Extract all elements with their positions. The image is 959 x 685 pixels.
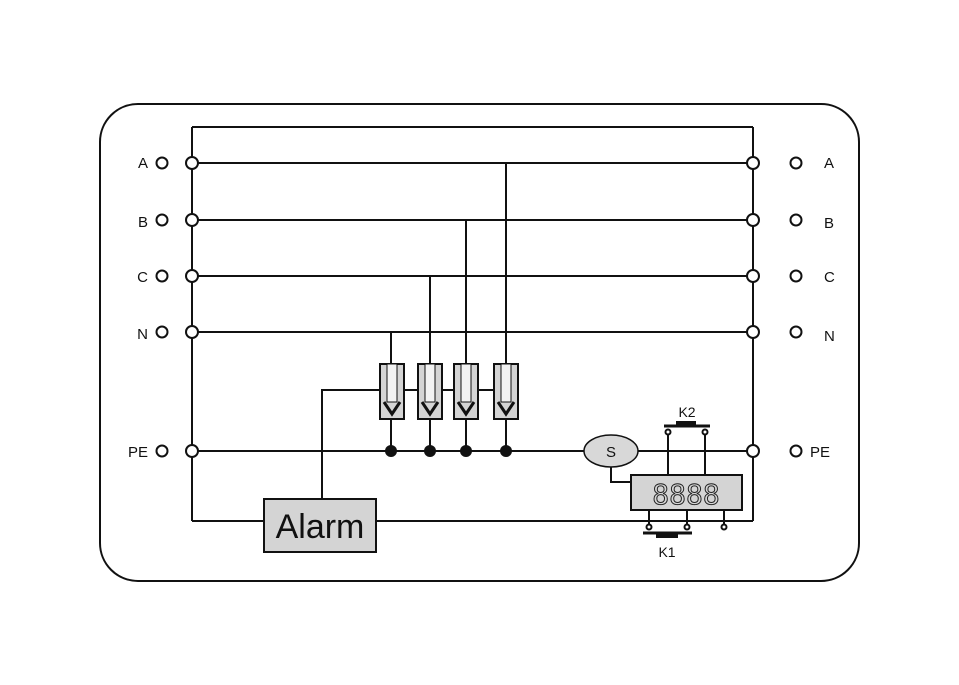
terminal-a-right-inner — [746, 156, 760, 170]
terminal-c-right — [789, 269, 803, 283]
device-enclosure — [99, 103, 860, 582]
junction-dot — [385, 445, 397, 457]
left-label-n: N — [137, 326, 148, 343]
terminal-n-left — [155, 325, 169, 339]
key1-label: K1 — [658, 544, 675, 560]
terminal-c-right-inner — [746, 269, 760, 283]
alarm-signal-wire — [321, 389, 380, 499]
key-k2[interactable]: K2 — [664, 404, 710, 475]
terminal-c-left — [155, 269, 169, 283]
display-readout: 8888 — [652, 478, 719, 511]
alarm-box: Alarm — [263, 498, 377, 553]
right-label-a: A — [824, 155, 834, 172]
digital-display: 8888 — [630, 474, 743, 512]
terminal-pe-right-inner — [746, 444, 760, 458]
terminal-a-left-inner — [185, 156, 199, 170]
right-label-c: C — [824, 269, 835, 286]
arrow-down-icon — [420, 401, 440, 417]
sensor-block-1 — [379, 363, 405, 420]
junction-dot — [460, 445, 472, 457]
terminal-pe-left — [155, 444, 169, 458]
terminal-c-left-inner — [185, 269, 199, 283]
junction-dot — [424, 445, 436, 457]
terminal-n-left-inner — [185, 325, 199, 339]
right-label-b: B — [824, 215, 834, 232]
arrow-down-icon — [382, 401, 402, 417]
arrow-down-icon — [456, 401, 476, 417]
right-label-n: N — [824, 328, 835, 345]
left-label-pe: PE — [128, 444, 148, 461]
terminal-b-left-inner — [185, 213, 199, 227]
terminal-b-right-inner — [746, 213, 760, 227]
left-label-a: A — [138, 155, 148, 172]
sensor-label: S — [606, 444, 616, 461]
terminal-a-left — [155, 156, 169, 170]
terminal-b-right — [789, 213, 803, 227]
key-k1[interactable]: K1 — [643, 510, 728, 560]
junction-dot — [500, 445, 512, 457]
sensor-block-4 — [493, 363, 519, 420]
sensor-block-3 — [453, 363, 479, 420]
left-label-b: B — [138, 214, 148, 231]
terminal-a-right — [789, 156, 803, 170]
left-label-c: C — [137, 269, 148, 286]
terminal-n-right-inner — [746, 325, 760, 339]
alarm-label: Alarm — [276, 508, 365, 546]
sensor-block-2 — [417, 363, 443, 420]
current-sensor: S — [583, 434, 639, 468]
terminal-n-right — [789, 325, 803, 339]
terminal-b-left — [155, 213, 169, 227]
arrow-down-icon — [496, 401, 516, 417]
terminal-pe-left-inner — [185, 444, 199, 458]
sensor-output-wire — [610, 467, 631, 483]
terminal-pe-right — [789, 444, 803, 458]
right-label-pe: PE — [810, 444, 830, 461]
key2-label: K2 — [678, 404, 695, 420]
